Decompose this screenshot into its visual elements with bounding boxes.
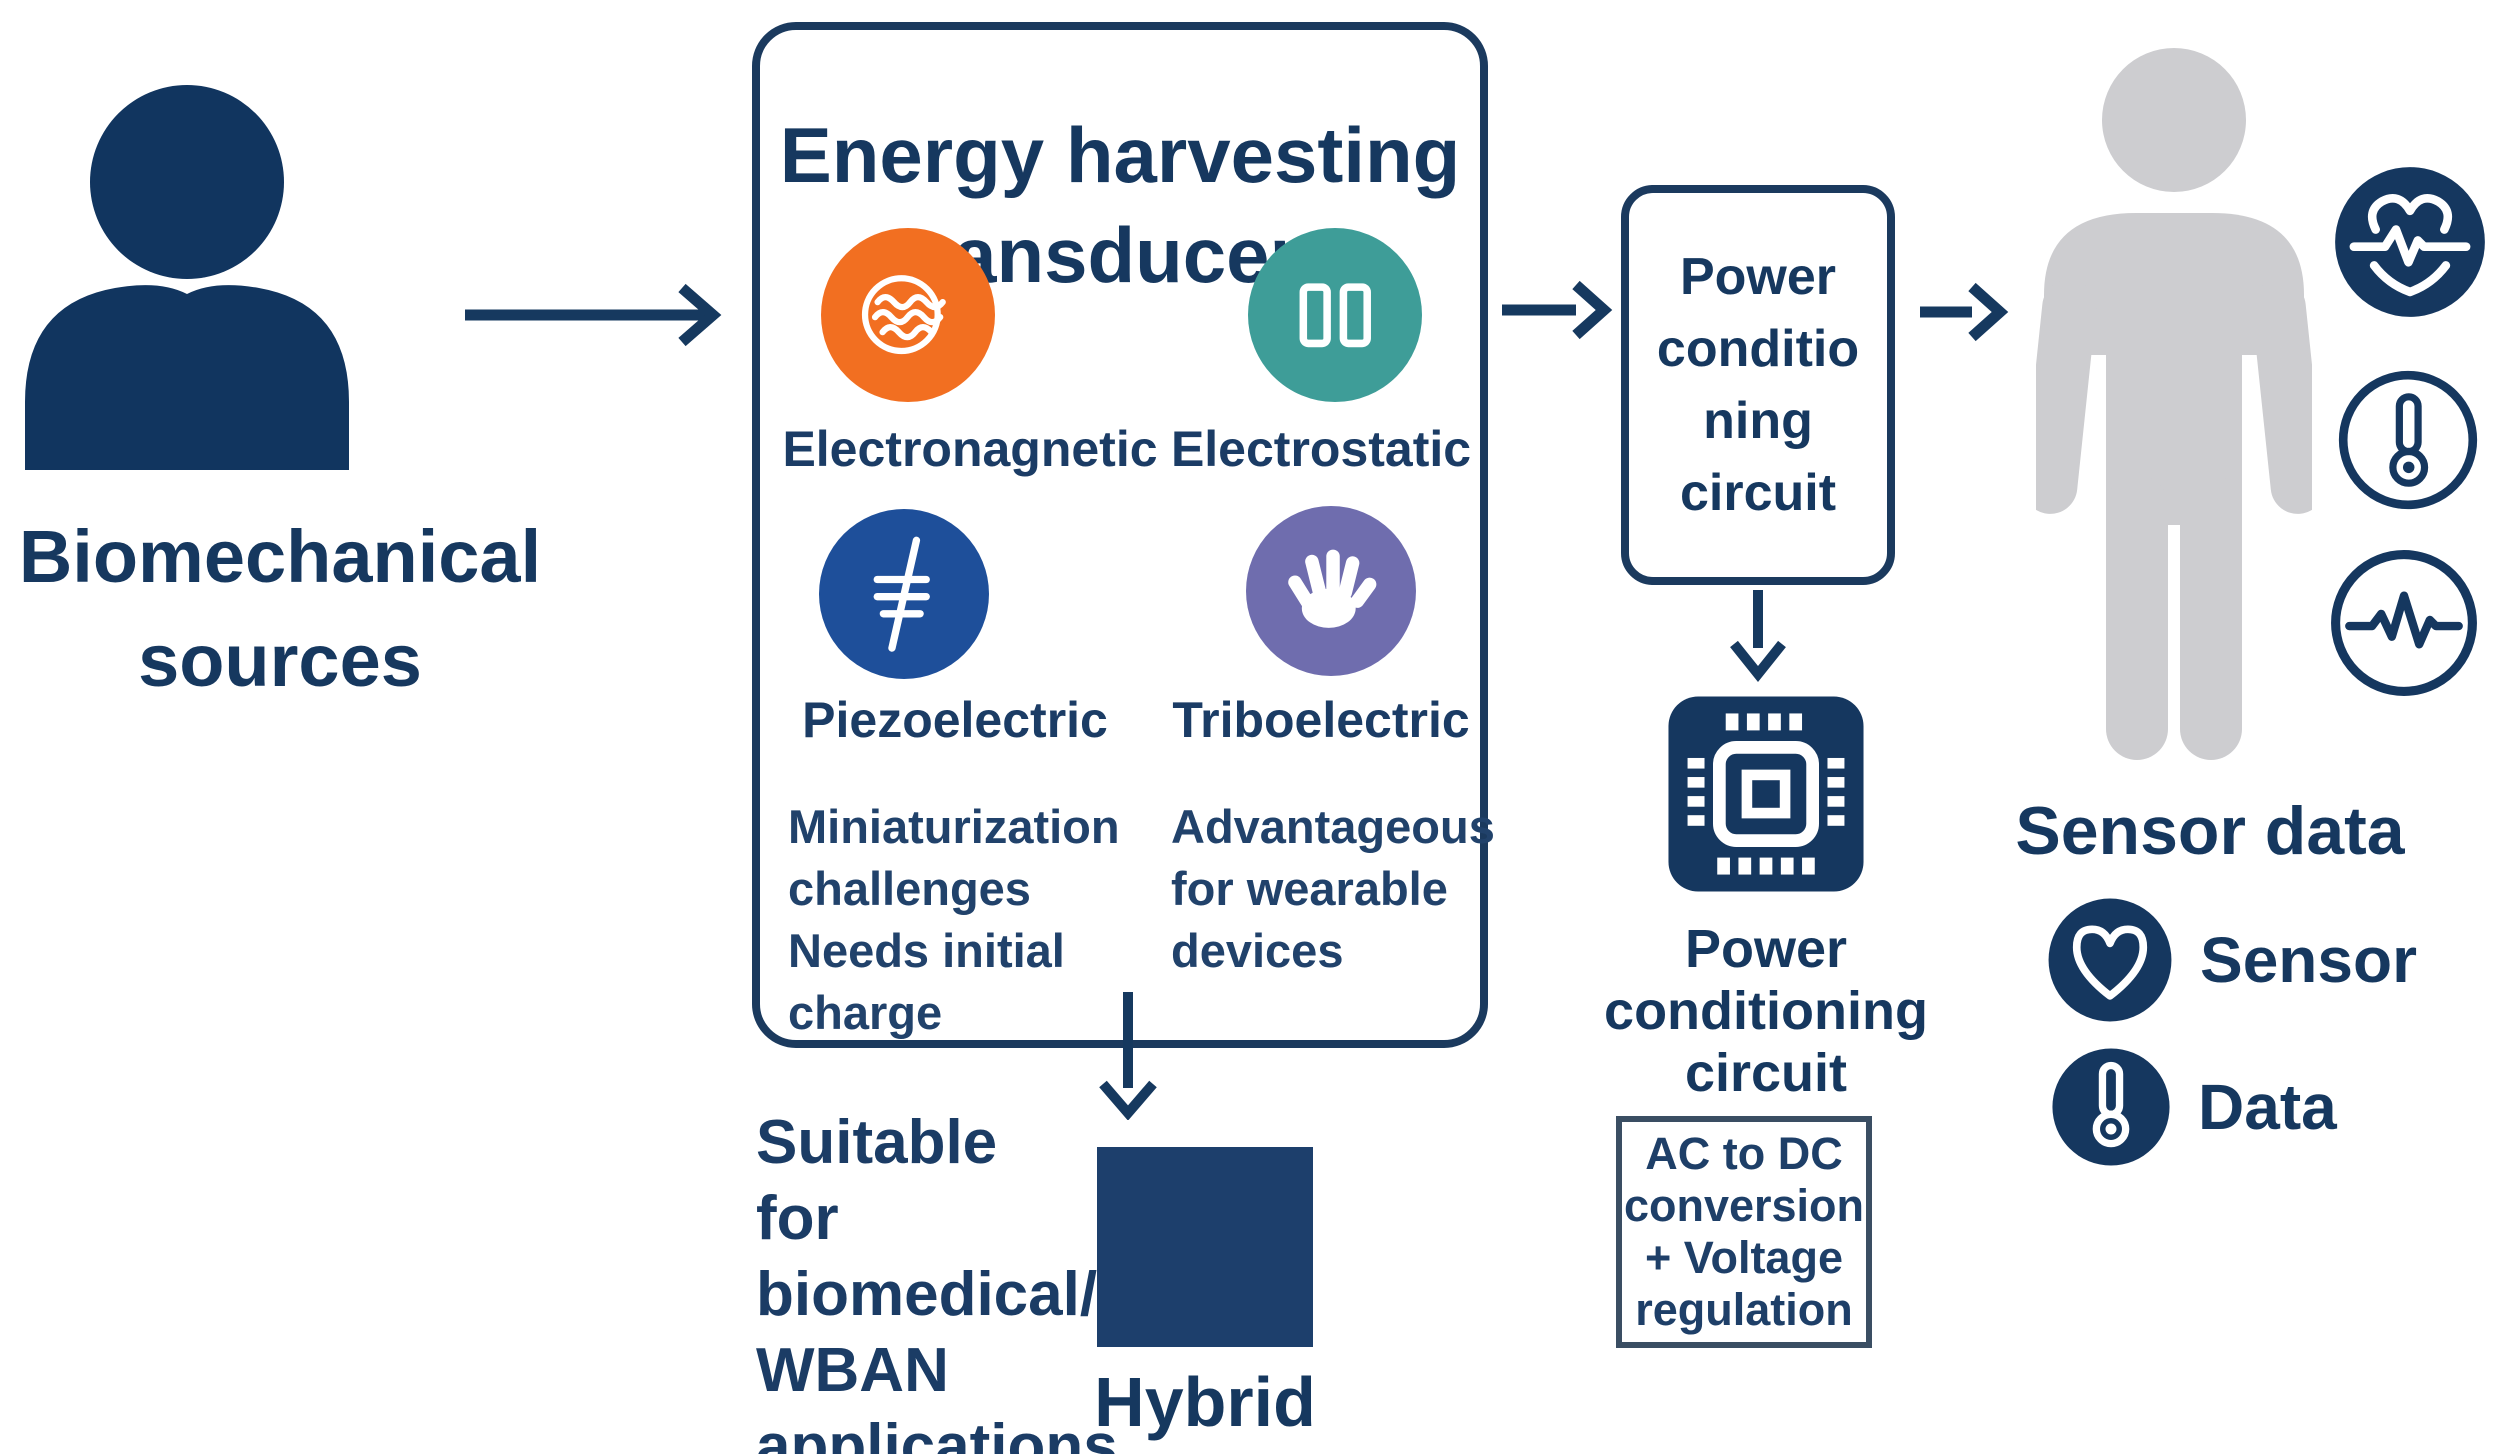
note-right-line3: devices xyxy=(1171,924,1344,977)
acdc-line3: + Voltage xyxy=(1645,1232,1843,1283)
arrow-transducers-to-power xyxy=(1502,280,1613,340)
note-left-line2: challenges xyxy=(788,862,1031,915)
power-box-line3: ning xyxy=(1703,392,1813,450)
legend-item-data: Data xyxy=(2050,1046,2337,1168)
chip-label-line1: Power xyxy=(1684,919,1848,979)
arrow-transducers-to-hybrid xyxy=(1099,992,1157,1120)
triboelectric-label: Triboelectric xyxy=(1172,692,1470,748)
hybrid-square xyxy=(1097,1147,1313,1347)
power-conditioning-circuit-label: Power conditioning circuit xyxy=(1596,918,1936,1104)
arrow-source-to-transducers xyxy=(465,283,722,347)
triboelectric-circle xyxy=(1246,506,1416,676)
hybrid-caption-line4: applications xyxy=(756,1412,1118,1454)
arrow-power-to-chip xyxy=(1730,590,1786,682)
body-person-icon xyxy=(2036,48,2312,760)
electromagnetic-label: Electronagnetic xyxy=(782,421,1158,477)
biomechanical-person-icon xyxy=(25,85,349,470)
hybrid-label: Hybrid xyxy=(1094,1363,1316,1441)
thermometer-icon xyxy=(2052,1048,2170,1166)
thermometer-outline-icon xyxy=(2338,370,2478,510)
ac-dc-conversion-box: AC to DC conversion + Voltage regulation xyxy=(1616,1116,1872,1348)
source-label-line1: Biomechanical xyxy=(18,515,542,598)
hybrid-caption-line1: Suitable for xyxy=(756,1108,998,1253)
hybrid-caption-line3: WBAN xyxy=(756,1336,949,1405)
capacitor-plates-icon xyxy=(1299,283,1372,348)
note-right-line2: for wearable xyxy=(1171,862,1448,915)
hybrid-caption: Suitable for biomedical/ WBAN applicatio… xyxy=(756,1105,1118,1454)
chip-label-line2: conditioning xyxy=(1604,981,1928,1041)
piezo-crystal-icon xyxy=(873,536,930,652)
note-left-line3: Needs initial xyxy=(788,924,1065,977)
acdc-line1: AC to DC xyxy=(1645,1128,1843,1179)
hand-icon xyxy=(1288,549,1377,628)
electrostatic-label: Electrostatic xyxy=(1170,421,1472,477)
hybrid-caption-line2: biomedical/ xyxy=(756,1260,1098,1329)
piezoelectric-circle xyxy=(819,509,989,679)
power-box-line4: circuit xyxy=(1679,464,1837,522)
coil-icon xyxy=(862,275,947,355)
waveform-icon xyxy=(2331,550,2477,696)
electromagnetic-circle xyxy=(821,228,995,402)
power-box-line1: Power xyxy=(1679,248,1837,306)
piezoelectric-label: Piezoelectric xyxy=(802,692,1108,748)
acdc-line4: regulation xyxy=(1635,1284,1853,1335)
heart-icon xyxy=(2048,898,2172,1022)
legend-sensor-label: Sensor xyxy=(2200,924,2417,996)
note-left-line4: charge xyxy=(788,986,943,1039)
heartbeat-icon xyxy=(2335,167,2485,317)
sensor-data-title: Sensor data xyxy=(2015,793,2405,869)
legend-data-label: Data xyxy=(2198,1071,2337,1143)
acdc-line2: conversion xyxy=(1623,1180,1865,1231)
arrow-power-to-person xyxy=(1920,282,2009,342)
note-right-line1: Advantageous xyxy=(1171,800,1495,853)
title-line1: Energy harvesting xyxy=(779,111,1461,199)
biomechanical-sources-label: Biomechanical sources xyxy=(0,505,560,713)
power-box-line2: conditio xyxy=(1656,320,1860,378)
energy-harvesting-transducers-box: Energy harvesting transducers xyxy=(752,22,1495,1048)
chip-icon xyxy=(1668,696,1864,892)
chip-label-line3: circuit xyxy=(1684,1043,1848,1103)
legend-item-sensor: Sensor xyxy=(2046,896,2417,1024)
source-label-line2: sources xyxy=(138,619,422,702)
piezo-em-note: Miniaturization challenges Needs initial… xyxy=(788,796,1168,1044)
power-conditioning-box: Power conditio ning circuit xyxy=(1621,185,1895,585)
note-left-line1: Miniaturization xyxy=(788,800,1120,853)
triboelectric-note: Advantageous for wearable devices xyxy=(1171,796,1501,982)
electrostatic-circle xyxy=(1248,228,1422,402)
